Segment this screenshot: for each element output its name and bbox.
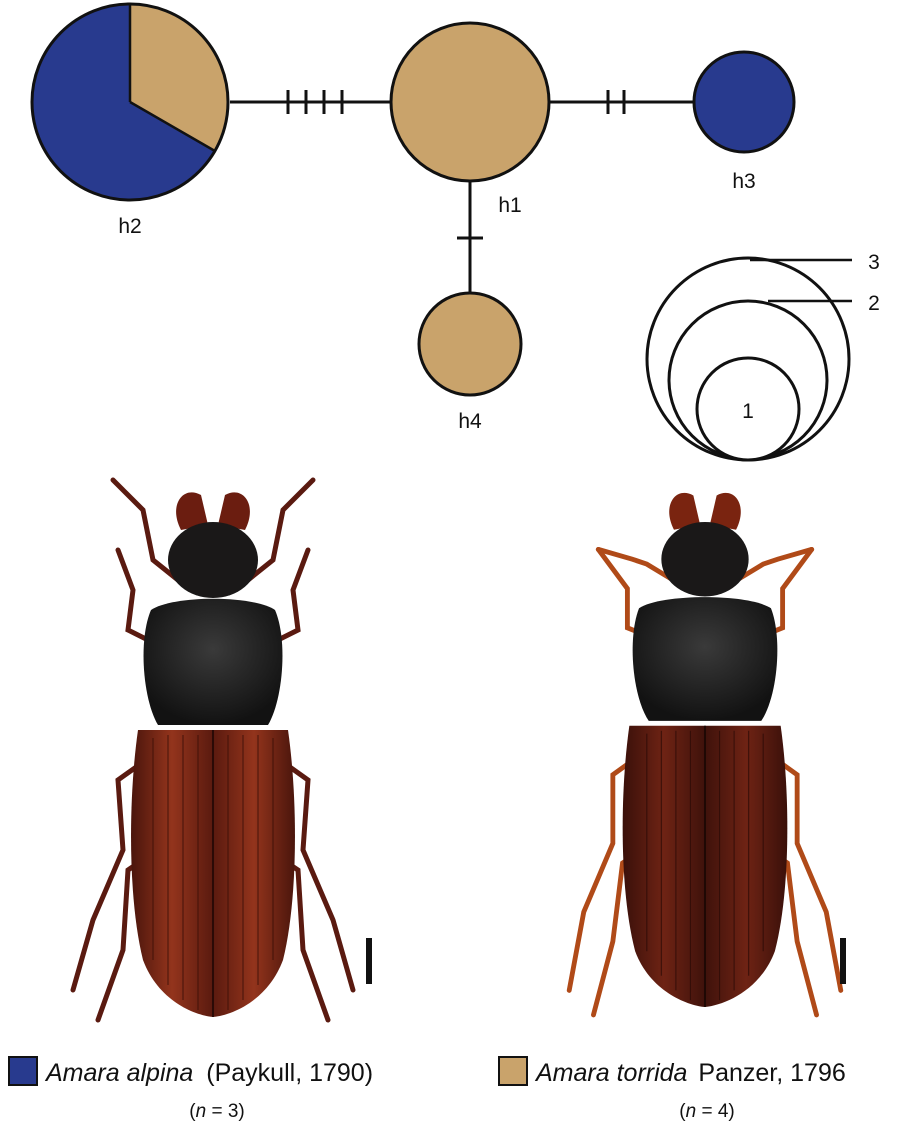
scale-label-1: 1 [742,400,754,423]
legend-label-alpina: Amara alpina (Paykull, 1790) [44,1059,373,1087]
h1-node [391,23,549,181]
legend-n-value-torrida: = 4) [696,1101,735,1122]
haplotype-h3: h3 [694,52,794,193]
legend-label-torrida: Amara torrida Panzer, 1796 [534,1059,846,1087]
legend-swatch-alpina [9,1057,37,1085]
h3-node [694,52,794,152]
legend-species-torrida: torrida [617,1059,688,1087]
specimen-photo-alpina [73,480,372,1020]
legend-author-torrida: Panzer, 1796 [698,1059,845,1087]
legend: Amara alpina (Paykull, 1790) (n = 3) Ama… [9,1057,846,1122]
size-scale: 3 2 1 [647,251,880,460]
legend-n-torrida: (n = 4) [679,1101,734,1122]
scale-bar-alpina [366,938,372,984]
legend-n-var-alpina: n [196,1101,207,1122]
scale-label-3: 3 [868,251,880,274]
h3-label: h3 [732,170,755,193]
h4-node [419,293,521,395]
h1-label: h1 [498,194,521,217]
legend-item-alpina: Amara alpina (Paykull, 1790) (n = 3) [9,1057,373,1122]
legend-author-alpina: (Paykull, 1790) [206,1059,373,1087]
scale-label-2: 2 [868,292,880,315]
h4-label: h4 [458,410,482,433]
haplotype-h2: h2 [32,4,228,238]
specimen-photo-torrida [569,493,846,1015]
legend-swatch-torrida [499,1057,527,1085]
legend-genus-alpina: Amara [44,1059,120,1087]
h2-label: h2 [118,215,141,238]
haplotype-h4: h4 [419,293,521,433]
scale-bar-torrida [840,938,846,984]
legend-species-alpina: alpina [127,1059,194,1087]
legend-n-var-torrida: n [686,1101,697,1122]
legend-item-torrida: Amara torrida Panzer, 1796 (n = 4) [499,1057,846,1122]
legend-n-alpina: (n = 3) [189,1101,244,1122]
legend-genus-torrida: Amara [534,1059,610,1087]
legend-n-value-alpina: = 3) [206,1101,245,1122]
